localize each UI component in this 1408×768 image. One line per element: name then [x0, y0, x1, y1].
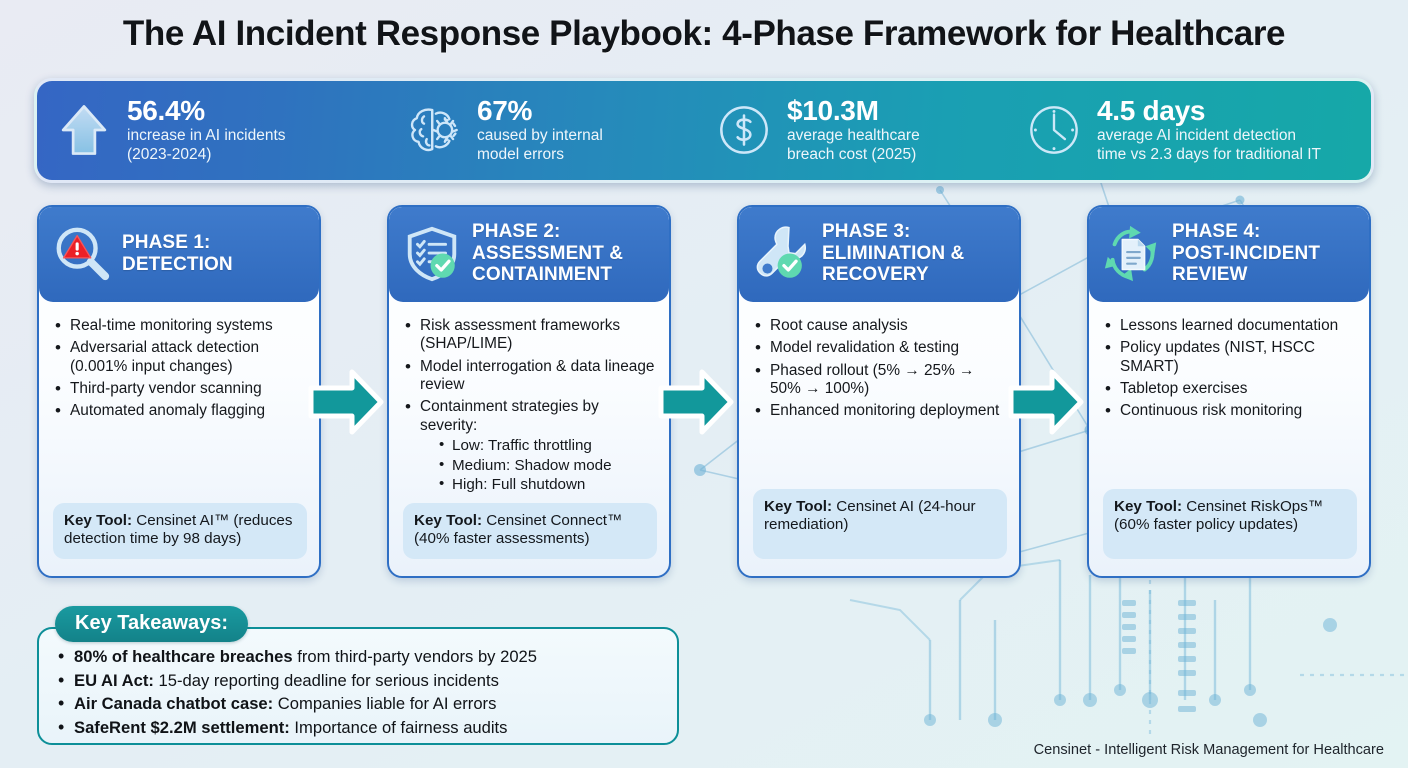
list-item: Phased rollout (5% → 25% → 50% → 100%)	[753, 361, 1007, 399]
list-item: Enhanced monitoring deployment	[753, 401, 1007, 422]
key-tool-box: Key Tool: Censinet Connect™ (40% faster …	[403, 502, 657, 559]
list-item: Containment strategies by severity: Low:…	[403, 397, 657, 495]
phase-card-header: PHASE 4: POST-INCIDENT REVIEW	[1089, 207, 1369, 302]
takeaway-rest: Companies liable for AI errors	[273, 694, 497, 714]
arrow-phase2-to-phase3	[658, 369, 734, 435]
phase-card-header: PHASE 2: ASSESSMENT & CONTAINMENT	[389, 207, 669, 302]
stat-item: $10.3M average healthcare breach cost (2…	[697, 94, 1007, 165]
phase-card-body: Real-time monitoring systems Adversarial…	[39, 302, 319, 576]
list-item: Air Canada chatbot case: Companies liabl…	[55, 691, 663, 716]
takeaway-rest: 15-day reporting deadline for serious in…	[153, 670, 499, 690]
key-tool-label: Key Tool:	[414, 511, 483, 529]
key-takeaways-panel: Key Takeaways: 80% of healthcare breache…	[37, 606, 679, 745]
list-item: EU AI Act: 15-day reporting deadline for…	[55, 668, 663, 693]
arrow-phase1-to-phase2	[308, 369, 384, 435]
stat-label: average healthcare breach cost (2025)	[787, 127, 920, 164]
phase-card-title: PHASE 1: DETECTION	[122, 231, 233, 275]
phase-bullet-list: Real-time monitoring systems Adversarial…	[53, 316, 307, 425]
stat-item: 67% caused by internal model errors	[387, 94, 697, 165]
sub-list-item: Medium: Shadow mode	[438, 456, 657, 476]
clock-icon	[1030, 106, 1078, 155]
up-arrow-icon	[61, 105, 107, 156]
sub-list-item: Low: Traffic throttling	[438, 436, 657, 456]
phase-card-4[interactable]: PHASE 4: POST-INCIDENT REVIEW Lessons le…	[1087, 205, 1371, 578]
phase-card-3[interactable]: PHASE 3: ELIMINATION & RECOVERY Root cau…	[737, 205, 1021, 578]
phase-card-body: Root cause analysis Model revalidation &…	[739, 302, 1019, 576]
key-tool-label: Key Tool:	[64, 511, 133, 529]
page-title: The AI Incident Response Playbook: 4-Pha…	[122, 14, 1286, 53]
list-item: Real-time monitoring systems	[53, 316, 307, 337]
list-item: Lessons learned documentation	[1103, 316, 1357, 337]
list-item: Tabletop exercises	[1103, 379, 1357, 400]
footer-branding: Censinet - Intelligent Risk Management f…	[1033, 742, 1384, 758]
key-stats-bar: 56.4% increase in AI incidents (2023-202…	[34, 78, 1374, 183]
list-item: Model interrogation & data lineage revie…	[403, 357, 657, 395]
stat-item: 56.4% increase in AI incidents (2023-202…	[37, 94, 387, 165]
key-tool-box: Key Tool: Censinet AI™ (reduces detectio…	[53, 502, 307, 559]
phase-sub-bullet-list: Low: Traffic throttling Medium: Shadow m…	[420, 436, 657, 495]
list-item: Continuous risk monitoring	[1103, 401, 1357, 422]
wrench-check-icon	[756, 225, 806, 278]
stat-label: caused by internal model errors	[477, 127, 603, 164]
stat-label: increase in AI incidents (2023-2024)	[127, 127, 286, 164]
phase-card-title: PHASE 4: POST-INCIDENT REVIEW	[1172, 221, 1321, 286]
magnifier-alert-icon	[56, 227, 110, 280]
takeaway-rest: Importance of fairness audits	[289, 717, 508, 737]
list-item: Root cause analysis	[753, 316, 1007, 337]
list-item: Policy updates (NIST, HSCC SMART)	[1103, 338, 1357, 376]
stat-value: 56.4%	[127, 94, 205, 126]
takeaway-bold: Air Canada chatbot case:	[74, 694, 274, 714]
phase-bullet-list: Lessons learned documentation Policy upd…	[1103, 316, 1357, 425]
list-item: Adversarial attack detection (0.001% inp…	[53, 338, 307, 376]
shield-checklist-icon	[407, 226, 457, 281]
list-item: Third-party vendor scanning	[53, 379, 307, 400]
phase-card-header: PHASE 3: ELIMINATION & RECOVERY	[739, 207, 1019, 302]
list-item: SafeRent $2.2M settlement: Importance of…	[55, 715, 663, 740]
stat-item: 4.5 days average AI incident detection t…	[1007, 94, 1367, 165]
list-item: Automated anomaly flagging	[53, 401, 307, 422]
dollar-circle-icon	[720, 106, 768, 155]
takeaway-rest: from third-party vendors by 2025	[292, 647, 538, 666]
stat-label: average AI incident detection time vs 2.…	[1097, 127, 1321, 164]
arrow-phase3-to-phase4	[1008, 369, 1084, 435]
sub-list-item: High: Full shutdown	[438, 475, 657, 495]
stat-value: $10.3M	[787, 94, 879, 126]
phase-card-body: Lessons learned documentation Policy upd…	[1089, 302, 1369, 576]
list-item-text: Containment strategies by severity:	[420, 398, 599, 434]
phase-card-title: PHASE 2: ASSESSMENT & CONTAINMENT	[472, 221, 624, 286]
key-tool-box: Key Tool: Censinet AI (24-hour remediati…	[753, 489, 1007, 559]
takeaway-bold: SafeRent $2.2M settlement:	[74, 717, 290, 737]
document-recycle-icon	[1104, 225, 1157, 281]
takeaway-bold: EU AI Act:	[74, 670, 154, 690]
brain-gear-icon	[410, 108, 458, 152]
phase-bullet-list: Root cause analysis Model revalidation &…	[753, 316, 1007, 425]
stat-value: 67%	[477, 94, 533, 126]
key-tool-label: Key Tool:	[1114, 498, 1183, 515]
phase-card-body: Risk assessment frameworks (SHAP/LIME) M…	[389, 302, 669, 576]
stat-value: 4.5 days	[1097, 94, 1206, 126]
phase-card-2[interactable]: PHASE 2: ASSESSMENT & CONTAINMENT Risk a…	[387, 205, 671, 578]
takeaway-bold: 80% of healthcare breaches	[74, 647, 293, 666]
key-tool-box: Key Tool: Censinet RiskOps™ (60% faster …	[1103, 489, 1357, 559]
list-item: Model revalidation & testing	[753, 338, 1007, 359]
key-takeaways-list: 80% of healthcare breaches from third-pa…	[55, 644, 663, 740]
list-item: Risk assessment frameworks (SHAP/LIME)	[403, 316, 657, 354]
key-tool-label: Key Tool:	[764, 498, 833, 515]
phase-card-title: PHASE 3: ELIMINATION & RECOVERY	[822, 221, 965, 286]
list-item: 80% of healthcare breaches from third-pa…	[55, 644, 663, 669]
key-takeaways-heading: Key Takeaways:	[55, 606, 249, 642]
phase-bullet-list: Risk assessment frameworks (SHAP/LIME) M…	[403, 316, 657, 499]
phase-card-header: PHASE 1: DETECTION	[39, 207, 319, 302]
phase-card-1[interactable]: PHASE 1: DETECTION Real-time monitoring …	[37, 205, 321, 578]
